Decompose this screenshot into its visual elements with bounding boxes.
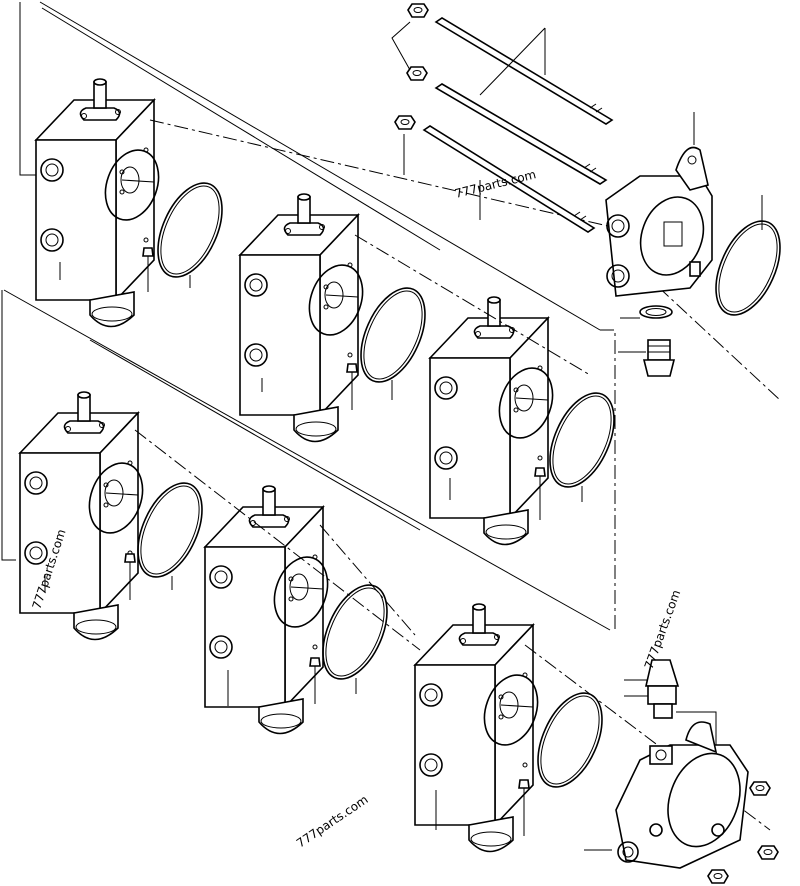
- inlet-end-cover: [605, 112, 763, 297]
- relief-valve-fitting: [624, 659, 717, 745]
- relief-fitting: [618, 339, 676, 377]
- end-cover-o-ring: [702, 210, 794, 326]
- o-ring-3: [536, 382, 628, 498]
- valve-section-6: [414, 603, 548, 853]
- o-ring-2: [347, 277, 439, 393]
- assembly-frame-lines: [1, 1, 781, 631]
- outlet-end-cover: [584, 721, 749, 869]
- watermark-right: 777parts.com: [642, 588, 684, 671]
- nut-bottom-2: [757, 845, 779, 860]
- o-ring-6: [524, 682, 616, 798]
- nut-bottom-1: [749, 781, 771, 796]
- nut-top-1: [407, 3, 429, 18]
- valve-section-5: [204, 485, 338, 735]
- tie-rods: [422, 17, 614, 233]
- nut-top-2: [406, 66, 428, 81]
- washer: [620, 305, 673, 319]
- nut-leader-lines: [391, 21, 546, 220]
- nut-top-3: [394, 115, 416, 130]
- o-ring-1: [144, 172, 236, 288]
- valve-section-3: [429, 296, 563, 546]
- part-leader-lines: [44, 262, 583, 836]
- watermark-bottom: 777parts.com: [294, 792, 371, 850]
- nut-bottom-3: [707, 869, 729, 884]
